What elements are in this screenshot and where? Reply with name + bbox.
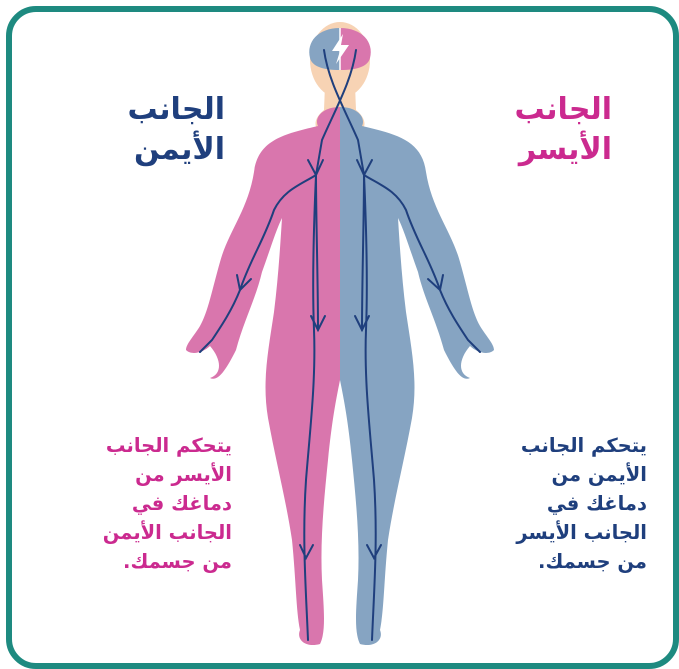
left-side-description: يتحكم الجانب الأيسر من دماغك في الجانب ا… bbox=[10, 431, 232, 576]
left-desc-line: من جسمك. bbox=[10, 547, 232, 576]
right-desc-line: يتحكم الجانب bbox=[432, 431, 647, 460]
right-desc-line: الجانب الأيسر bbox=[432, 518, 647, 547]
right-desc-line: من جسمك. bbox=[432, 547, 647, 576]
right-title-line1: الجانب bbox=[482, 90, 612, 130]
right-title-line2: الأيسر bbox=[482, 130, 612, 170]
right-side-title: الجانب الأيسر bbox=[482, 90, 612, 170]
left-side-title: الجانب الأيمن bbox=[95, 90, 225, 170]
right-side-description: يتحكم الجانب الأيمن من دماغك في الجانب ا… bbox=[432, 431, 647, 576]
left-desc-line: الأيسر من bbox=[10, 460, 232, 489]
right-desc-line: دماغك في bbox=[432, 489, 647, 518]
right-desc-line: الأيمن من bbox=[432, 460, 647, 489]
left-desc-line: دماغك في bbox=[10, 489, 232, 518]
left-desc-line: يتحكم الجانب bbox=[10, 431, 232, 460]
left-title-line2: الأيمن bbox=[95, 130, 225, 170]
left-title-line1: الجانب bbox=[95, 90, 225, 130]
left-desc-line: الجانب الأيمن bbox=[10, 518, 232, 547]
